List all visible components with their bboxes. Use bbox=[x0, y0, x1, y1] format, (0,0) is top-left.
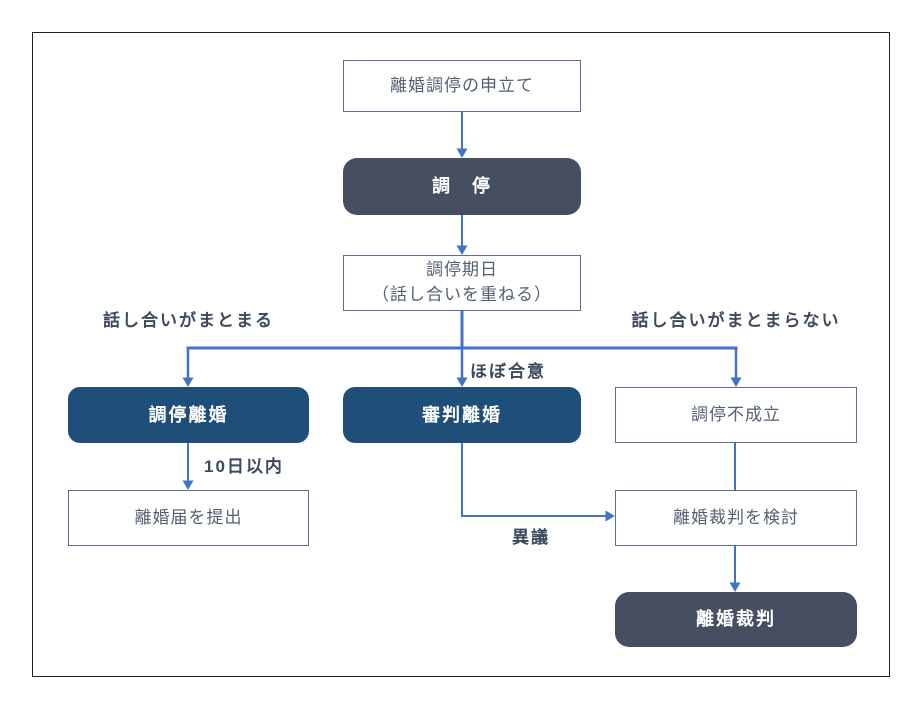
node-label: 離婚調停の申立て bbox=[390, 75, 534, 95]
diagram-frame bbox=[32, 32, 890, 677]
node-label-line1: 調停期日 bbox=[426, 260, 498, 280]
node-label: 調 停 bbox=[432, 176, 492, 197]
node-adjudicated-divorce: 審判離婚 bbox=[343, 387, 581, 443]
node-petition-for-mediation: 離婚調停の申立て bbox=[343, 60, 581, 112]
node-label: 離婚裁判 bbox=[696, 609, 776, 630]
node-mediation-dates: 調停期日 （話し合いを重ねる） bbox=[343, 255, 581, 311]
node-label: 調停不成立 bbox=[691, 404, 781, 424]
node-label: 離婚裁判を検討 bbox=[673, 507, 799, 527]
node-label: 審判離婚 bbox=[422, 404, 502, 425]
edge-label-objection: 異議 bbox=[512, 528, 550, 547]
node-submit-divorce-registration: 離婚届を提出 bbox=[68, 490, 309, 546]
node-label: 調停離婚 bbox=[148, 404, 229, 425]
edge-label-within-10-days: 10日以内 bbox=[204, 457, 284, 476]
node-label: 離婚届を提出 bbox=[134, 507, 243, 527]
node-divorce-litigation: 離婚裁判 bbox=[615, 592, 857, 647]
node-mediation-failed: 調停不成立 bbox=[615, 387, 857, 443]
node-mediation: 調 停 bbox=[343, 158, 581, 215]
node-label-line2: （話し合いを重ねる） bbox=[372, 285, 552, 304]
edge-label-agreement-reached: 話し合いがまとまる bbox=[103, 311, 274, 330]
node-consider-divorce-litigation: 離婚裁判を検討 bbox=[615, 490, 857, 546]
edge-label-near-agreement: ほぼ合意 bbox=[470, 362, 546, 381]
node-mediated-divorce: 調停離婚 bbox=[68, 387, 309, 443]
edge-label-no-agreement: 話し合いがまとまらない bbox=[631, 311, 841, 330]
